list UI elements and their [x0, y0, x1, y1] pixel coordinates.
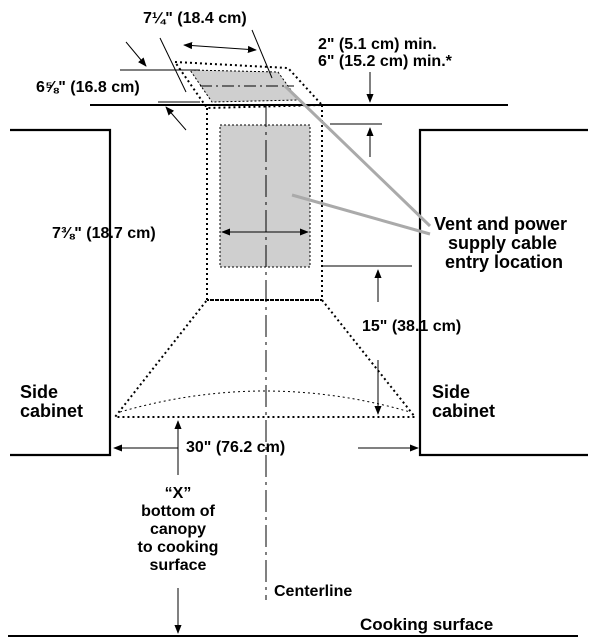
top-flue-outline	[173, 60, 325, 110]
depth-arrow-bottom	[165, 106, 187, 131]
hood-width-label: 30" (76.2 cm)	[186, 439, 286, 456]
centerline-label: Centerline	[274, 583, 353, 600]
depth-label: 6⅝" (16.8 cm)	[36, 79, 140, 96]
x-label-line-5: surface	[149, 557, 207, 574]
side-cabinet-left-line-2: cabinet	[20, 401, 84, 421]
x-label-line-2: bottom of	[141, 503, 215, 520]
clearance-min-label-2: 6" (15.2 cm) min.*	[318, 53, 452, 70]
x-label-line-4: to cooking	[137, 539, 219, 556]
vent-leader-top	[283, 84, 432, 228]
canopy-bottom-curve	[119, 390, 411, 413]
top-width-label: 7¼" (18.4 cm)	[143, 10, 247, 27]
canopy-height-label: 15" (38.1 cm)	[362, 318, 462, 335]
clearance-min-label-1: 2" (5.1 cm) min.	[318, 36, 437, 53]
x-label-line-3: canopy	[149, 521, 206, 538]
top-width-dimension	[183, 41, 257, 54]
vent-leader-middle	[291, 193, 431, 236]
side-cabinet-right-line-1: Side	[432, 382, 471, 402]
vent-label-line-3: entry location	[445, 252, 564, 272]
vent-label-line-2: supply cable	[448, 233, 558, 253]
depth-arrow-top	[125, 41, 147, 67]
right-side-cabinet	[418, 128, 588, 457]
hood-canopy	[112, 299, 418, 418]
left-side-cabinet	[10, 128, 112, 457]
side-cabinet-left-line-1: Side	[20, 382, 59, 402]
side-cabinet-right-line-2: cabinet	[432, 401, 496, 421]
vent-label-line-1: Vent and power	[434, 214, 568, 234]
x-label-line-1: “X”	[164, 485, 192, 502]
cooking-surface-label: Cooking surface	[360, 615, 494, 634]
duct-width-label: 7⅜" (18.7 cm)	[52, 225, 156, 242]
